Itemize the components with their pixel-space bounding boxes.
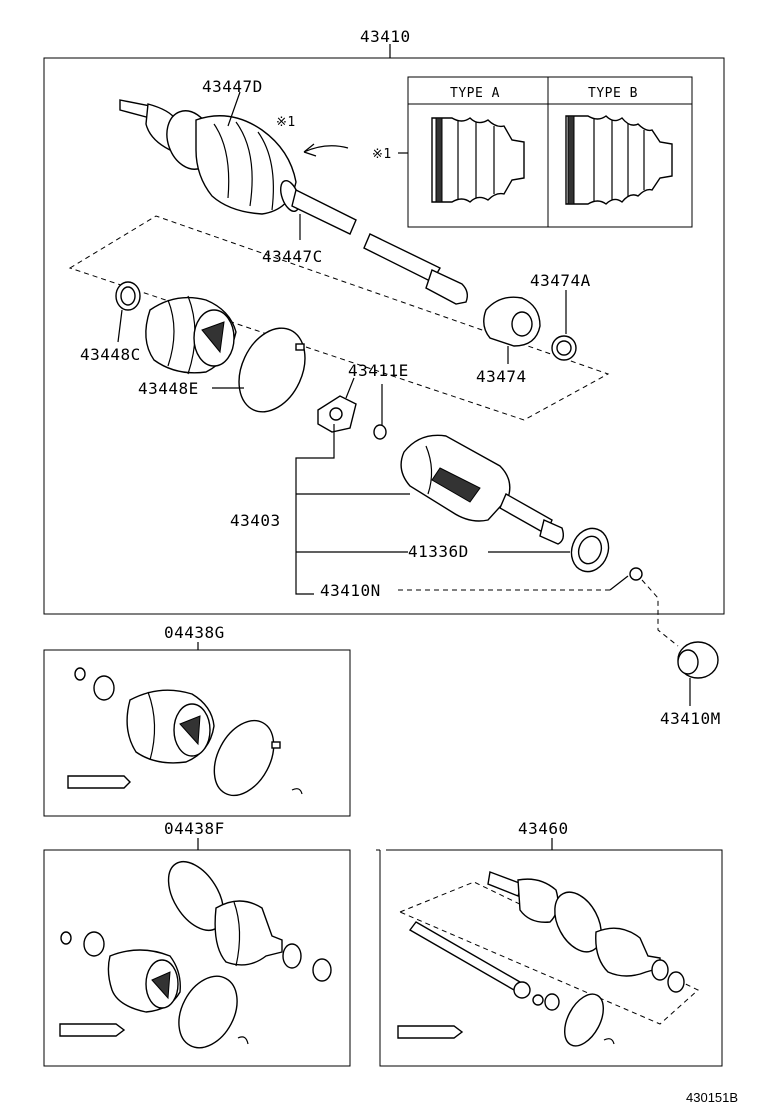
exploded-region	[68, 215, 610, 421]
shaft-n-ring[interactable]	[629, 567, 643, 581]
note-mark-boot: ※1	[276, 115, 296, 130]
tripod-part[interactable]	[317, 395, 357, 433]
inner-joint-part[interactable]	[400, 434, 565, 545]
arrow-icon	[303, 143, 349, 157]
assembly-frame	[43, 57, 725, 615]
type-b-label: TYPE B	[588, 86, 638, 101]
kit-f-parts[interactable]	[59, 852, 332, 1058]
inner-clamp-part[interactable]	[115, 281, 141, 311]
note-mark-inset: ※1	[372, 147, 392, 162]
label-41336D[interactable]: 41336D	[408, 542, 469, 561]
label-43474[interactable]: 43474	[476, 367, 527, 386]
kit-g-frame	[43, 649, 351, 817]
shaft-assy-frame	[376, 849, 723, 1067]
label-43474A[interactable]: 43474A	[530, 271, 591, 290]
label-43410N[interactable]: 43410N	[320, 581, 381, 600]
kit-g-parts[interactable]	[67, 667, 303, 806]
label-04438G[interactable]: 04438G	[164, 623, 225, 642]
shaft-assy-parts[interactable]	[397, 871, 685, 1052]
label-43460[interactable]: 43460	[518, 819, 569, 838]
label-04438F[interactable]: 04438F	[164, 819, 225, 838]
label-43448E[interactable]: 43448E	[138, 379, 199, 398]
label-43448C[interactable]: 43448C	[80, 345, 141, 364]
label-43447D[interactable]: 43447D	[202, 77, 263, 96]
label-43447C[interactable]: 43447C	[262, 247, 323, 266]
type-a-boot-icon	[431, 117, 525, 203]
catalog-number: 430151B	[686, 1090, 738, 1105]
label-43410[interactable]: 43410	[360, 27, 411, 46]
bracket-part[interactable]	[483, 296, 541, 347]
label-43410M[interactable]: 43410M	[660, 709, 721, 728]
type-b-boot-icon	[565, 115, 673, 205]
inner-boot-part[interactable]	[145, 295, 237, 375]
type-a-label: TYPE A	[450, 86, 500, 101]
outer-joint-shaft[interactable]	[119, 99, 469, 305]
shaft-m-part[interactable]	[677, 641, 719, 679]
dust-seal-part[interactable]	[566, 523, 615, 577]
kit-f-frame	[43, 849, 351, 1067]
label-43403[interactable]: 43403	[230, 511, 281, 530]
label-43411E[interactable]: 43411E	[348, 361, 409, 380]
bracket-clamp-part[interactable]	[551, 335, 577, 361]
boot-type-inset: TYPE A TYPE B	[407, 76, 693, 228]
snap-ring-part[interactable]	[373, 424, 387, 440]
boot-band-part[interactable]	[226, 317, 318, 422]
